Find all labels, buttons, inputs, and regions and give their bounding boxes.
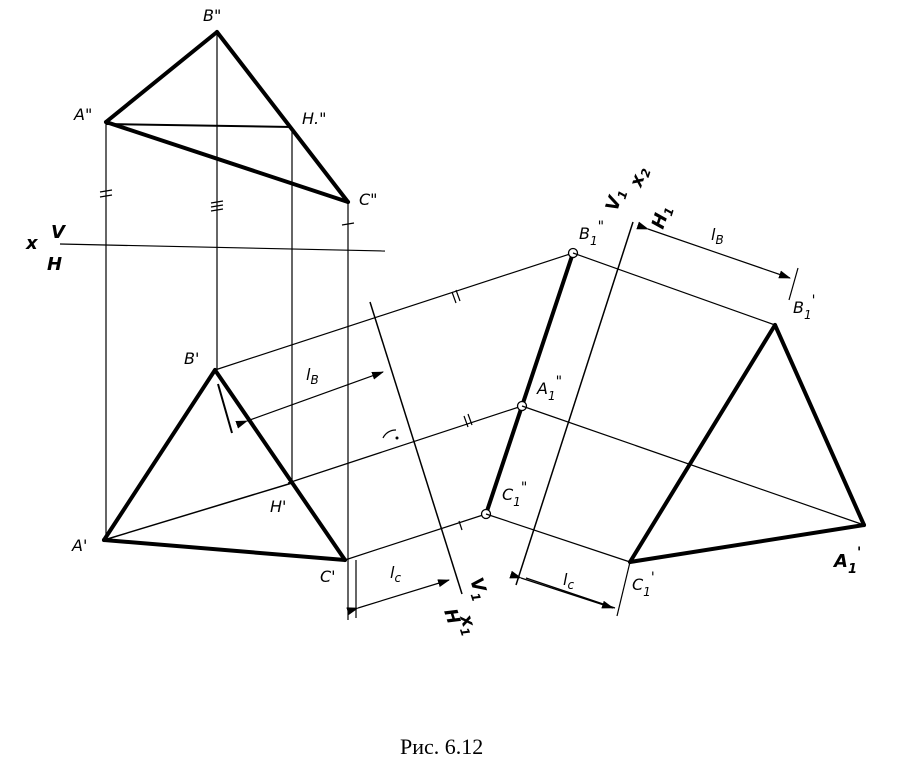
label-c-front: C": [359, 190, 378, 209]
label-b-top: B': [184, 349, 199, 368]
transfer-a2: [521, 405, 865, 526]
dimension-lb-right: [636, 221, 791, 279]
transfer-c: [344, 513, 487, 561]
figure-caption: Рис. 6.12: [400, 734, 483, 759]
projection-links: [99, 32, 355, 620]
horizontal-h-front: [105, 123, 293, 128]
label-c1-front: C1": [502, 480, 527, 509]
edge-a-b-top: [102, 368, 217, 542]
edge-v1: [484, 251, 575, 516]
true-shape: [628, 323, 866, 564]
label-lb-left: lB: [306, 365, 319, 387]
label-b1-front: B1": [579, 219, 604, 248]
tick-mark: [467, 413, 473, 426]
transfer-b: [214, 252, 574, 371]
label-axis2-x: x2: [625, 164, 653, 191]
right-angle-mark: [382, 429, 397, 439]
axis-x1: [369, 301, 463, 595]
label-b-front: B": [203, 6, 221, 25]
tick-mark: [458, 520, 463, 531]
edge-b1-c1-true: [628, 323, 777, 564]
label-lc-right: lc: [563, 570, 574, 592]
label-b1-top: B1': [793, 293, 815, 322]
horizontal-h-top: [103, 482, 293, 541]
b-offset-mark: [217, 383, 233, 434]
label-axis1-v: V1: [463, 575, 492, 603]
front-projection: [104, 30, 350, 204]
label-lc-left: lc: [390, 563, 401, 585]
transfer-a: [287, 405, 523, 484]
tick-mark: [210, 204, 224, 208]
label-a-top: A': [71, 536, 87, 555]
dimension-lc-left: [346, 579, 450, 616]
label-axis-x: x: [25, 233, 39, 254]
dimension-lc-right: [509, 570, 614, 609]
transfer-b2: [572, 252, 776, 326]
label-h-front: H.": [302, 109, 326, 128]
label-a1-front: A1": [536, 374, 562, 403]
edge-b1-a1-true: [773, 323, 866, 527]
dimension-lb-left: [235, 371, 384, 429]
label-axis2-v: V1: [602, 186, 631, 214]
tick-mark: [341, 222, 355, 226]
edge-b-c-top: [213, 368, 347, 562]
label-c-top: C': [320, 567, 336, 586]
v1-projection: [480, 247, 579, 520]
label-a1-top: A1': [832, 545, 861, 577]
transfer-lines-1: [214, 252, 574, 561]
tick-mark: [99, 194, 113, 198]
label-axis-h: H: [47, 254, 62, 275]
label-h-top: H': [270, 497, 286, 516]
edge-b-c-front: [215, 30, 350, 204]
tick-mark: [99, 189, 113, 193]
labels: B" A" H." C" x V H B' A' H' C' lB lc H V…: [25, 6, 861, 759]
label-axis2-h: H1: [648, 203, 677, 232]
edge-a-b-front: [104, 30, 219, 124]
extension-c2b: [616, 561, 631, 617]
label-a-front: A": [73, 105, 92, 124]
label-lb-right: lB: [711, 225, 724, 247]
axis-x2: [515, 221, 634, 586]
tick-mark: [455, 289, 461, 302]
edge-a-c-top: [102, 538, 347, 562]
right-angle-dot: [395, 436, 399, 440]
tick-mark: [451, 291, 457, 304]
label-c1-top: C1': [632, 570, 655, 599]
tick-mark: [210, 200, 224, 204]
tick-mark: [463, 415, 469, 428]
transfer-c2: [485, 513, 631, 563]
label-axis1-h: H: [439, 606, 464, 627]
edge-c1-a1-true: [628, 523, 866, 564]
label-axis-v: V: [51, 222, 67, 243]
edge-a-c-front: [104, 120, 350, 204]
extension-b2: [788, 267, 799, 301]
axis-x-vh: [59, 243, 386, 252]
tick-mark: [210, 208, 224, 212]
